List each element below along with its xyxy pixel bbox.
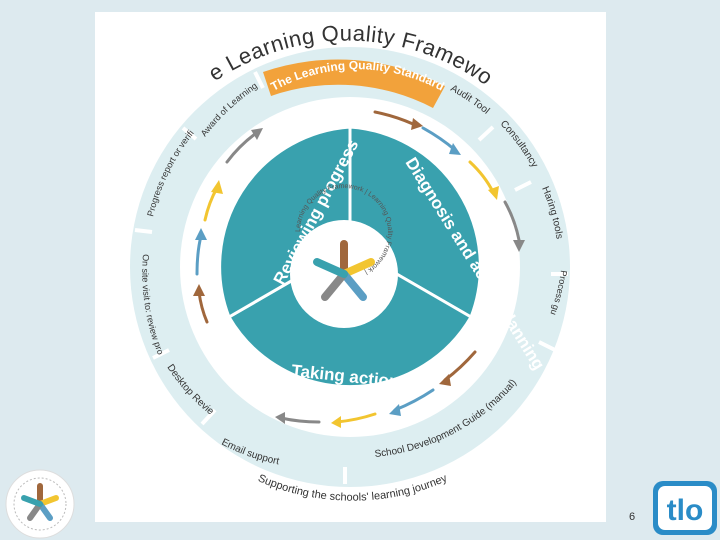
- tlo-logo: tlo: [653, 481, 717, 535]
- standard-band: [263, 59, 445, 108]
- segment-diagnosis: [348, 125, 482, 320]
- center-star-icon: [313, 240, 375, 301]
- learning-quality-framework-diagram: The Learning Quality Framework The Learn…: [95, 12, 570, 504]
- slide-card: The Learning Quality Framework The Learn…: [95, 12, 606, 522]
- page-number: 6: [628, 511, 636, 523]
- arrow-4: [503, 200, 521, 242]
- arrow-1: [373, 110, 415, 126]
- tlo-logo-text: tlo: [667, 494, 704, 527]
- arrow-heads: [193, 118, 525, 428]
- segment-reviewing: [218, 125, 352, 320]
- learning-quality-framework-logo: [5, 469, 75, 539]
- arrow-12: [225, 132, 257, 164]
- ring-dividers: [134, 71, 568, 484]
